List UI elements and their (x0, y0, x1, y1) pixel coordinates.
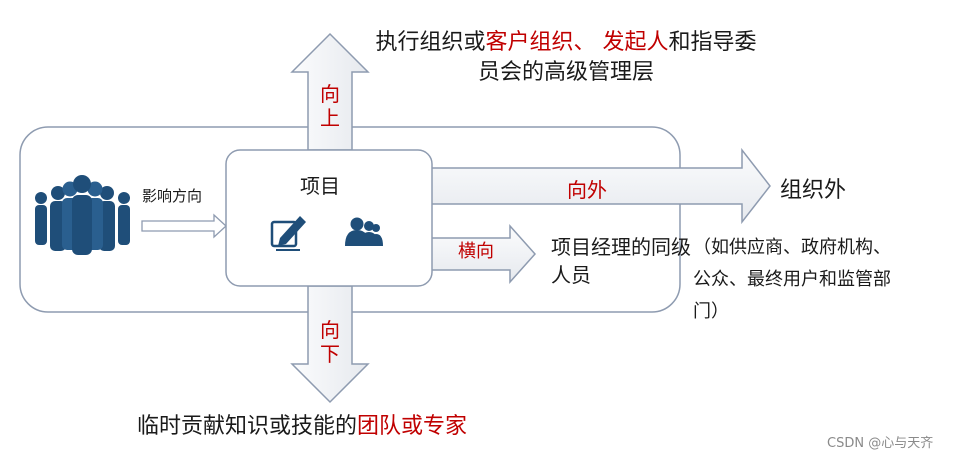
people-group-icon (345, 217, 383, 246)
edit-document-icon (270, 216, 306, 251)
influence-direction-label: 影响方向 (142, 187, 203, 205)
downward-label: 向下 (320, 318, 340, 366)
lateral-label: 横向 (458, 241, 494, 262)
peer-managers-label: 项目经理的同级人员 (551, 235, 691, 287)
crowd-icon (35, 175, 130, 255)
outward-label: 向外 (567, 178, 607, 202)
outward-arrow (429, 147, 771, 225)
project-box (225, 149, 433, 287)
outside-organization-examples: （如供应商、政府机构、公众、最终用户和监管部门） (693, 237, 891, 322)
upward-target-text: 执行组织或客户组织、 发起人和指导委 员会的高级管理层 (356, 28, 776, 88)
downward-target-text: 临时贡献知识或技能的团队或专家 (137, 414, 468, 439)
upward-target-line1: 执行组织或客户组织、 发起人和指导委 (375, 30, 757, 55)
upward-label: 向上 (320, 82, 340, 130)
influence-arrow (141, 213, 227, 239)
watermark: CSDN @心与天齐 (827, 436, 934, 451)
project-label: 项目 (300, 174, 340, 198)
lateral-arrow (429, 224, 537, 284)
outside-organization-label: 组织外 (780, 178, 847, 203)
upward-target-line2: 员会的高级管理层 (477, 60, 654, 85)
upward-arrow (290, 32, 370, 151)
downward-arrow (290, 285, 370, 404)
